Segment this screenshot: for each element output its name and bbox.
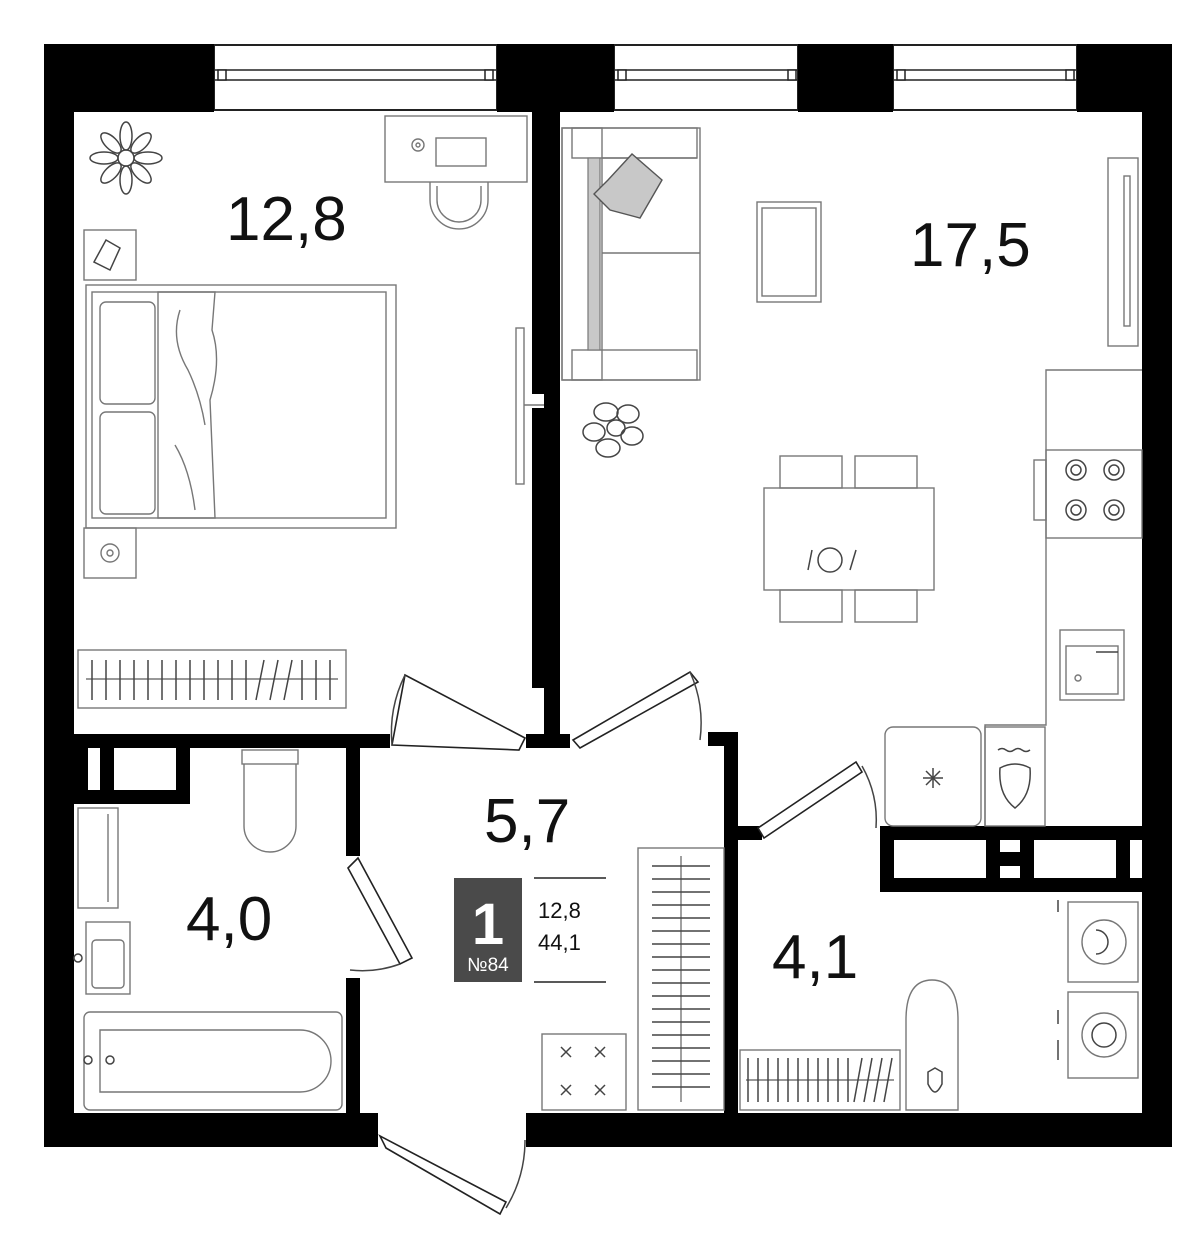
window-living-right — [892, 44, 1078, 111]
door-living — [571, 670, 702, 750]
bed — [85, 284, 397, 529]
area-hall: 5,7 — [484, 787, 570, 856]
sofa — [561, 127, 701, 381]
desk-chair — [429, 182, 489, 230]
window-living-left — [613, 44, 799, 111]
washing-machine-top — [1057, 900, 1139, 983]
storage-rack — [739, 1049, 901, 1111]
plant-icon — [89, 121, 163, 195]
total-area-value: 44,1 — [538, 930, 581, 955]
area-storage: 4,1 — [772, 923, 858, 992]
door-bedroom — [390, 673, 527, 751]
desk — [384, 115, 528, 183]
area-living-kitchen: 17,5 — [910, 211, 1031, 280]
ironing-board — [905, 979, 959, 1111]
apartment-number: №84 — [467, 955, 509, 976]
mirror-bedroom — [515, 327, 544, 485]
wardrobe-bedroom — [77, 649, 347, 709]
badge-box — [454, 878, 522, 982]
apartment-badge: 1 №84 12,8 44,1 — [454, 877, 606, 983]
door-entrance — [378, 1134, 526, 1216]
walls — [44, 44, 1172, 1147]
window-bedroom — [213, 44, 498, 111]
boiler — [984, 726, 1046, 827]
hall-stool — [541, 1033, 627, 1111]
toilet — [241, 749, 299, 853]
kitchen-sink — [1059, 629, 1125, 701]
bathtub — [83, 1011, 343, 1111]
dining-table — [763, 455, 935, 623]
tv-unit — [1107, 157, 1139, 347]
living-area-value: 12,8 — [538, 898, 581, 923]
door-storage — [756, 760, 878, 840]
stove — [1033, 449, 1143, 539]
coffee-table — [756, 201, 822, 303]
fridge — [884, 726, 982, 827]
washbasin — [73, 921, 131, 995]
kitchen-counter — [984, 369, 1142, 826]
area-bedroom: 12,8 — [226, 185, 347, 254]
hall-wardrobe — [637, 847, 725, 1111]
rooms-count: 1 — [472, 892, 504, 957]
washing-machine-bottom — [1057, 991, 1139, 1079]
bedside-table-bottom — [83, 527, 137, 579]
door-bathroom — [347, 856, 414, 972]
bathroom-shelf — [77, 807, 119, 909]
bedside-table-top — [83, 229, 137, 281]
plant-living-icon — [582, 402, 644, 458]
area-bathroom: 4,0 — [186, 885, 272, 954]
